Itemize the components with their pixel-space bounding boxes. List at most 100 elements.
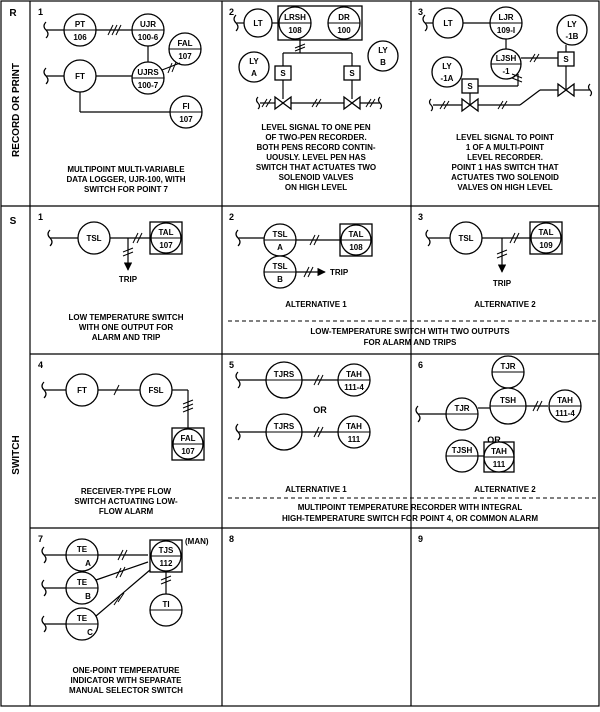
cell-s7: 7 TE A TE B TE C TJS 112 (MAN) TI xyxy=(38,534,209,695)
svg-text:MULTIPOINT TEMPERATURE RECORDE: MULTIPOINT TEMPERATURE RECORDER WITH INT… xyxy=(298,503,523,512)
svg-text:LRSH: LRSH xyxy=(284,13,306,22)
svg-text:LEVEL SIGNAL TO POINT: LEVEL SIGNAL TO POINT xyxy=(456,133,554,142)
cell-r1: 1 PT 106 UJR 100-6 FAL 107 FT UJRS 100-7 xyxy=(38,7,203,194)
svg-text:UOUSLY. LEVEL PEN HAS: UOUSLY. LEVEL PEN HAS xyxy=(266,153,366,162)
svg-text:TJSH: TJSH xyxy=(452,446,473,455)
svg-text:B: B xyxy=(277,275,283,284)
svg-text:PT: PT xyxy=(75,20,85,29)
svg-text:LEVEL SIGNAL TO ONE PEN: LEVEL SIGNAL TO ONE PEN xyxy=(261,123,371,132)
bubble-ly-b xyxy=(367,40,399,72)
svg-text:LOW-TEMPERATURE SWITCH WITH TW: LOW-TEMPERATURE SWITCH WITH TWO OUTPUTS xyxy=(310,327,510,336)
svg-text:A: A xyxy=(277,243,283,252)
svg-text:-1B: -1B xyxy=(566,32,579,41)
svg-text:TAH: TAH xyxy=(346,422,362,431)
electric-signal-icon xyxy=(294,43,306,52)
svg-text:TAH: TAH xyxy=(346,370,362,379)
svg-text:TE: TE xyxy=(77,545,88,554)
svg-text:FAL: FAL xyxy=(180,434,195,443)
cell-number: 3 xyxy=(418,7,423,17)
svg-text:OR: OR xyxy=(313,405,327,415)
svg-text:VALVES ON HIGH LEVEL: VALVES ON HIGH LEVEL xyxy=(457,183,552,192)
row-label-switch: SWITCH xyxy=(11,435,22,474)
svg-text:SWITCH FOR POINT 7: SWITCH FOR POINT 7 xyxy=(84,185,169,194)
svg-text:TSL: TSL xyxy=(86,234,101,243)
svg-text:ONE-POINT TEMPERATURE: ONE-POINT TEMPERATURE xyxy=(73,666,181,675)
svg-text:DATA LOGGER, UJR-100, WITH: DATA LOGGER, UJR-100, WITH xyxy=(67,175,186,184)
electric-signal-icon xyxy=(107,24,122,36)
cell-s1: 1 TSL TAL 107 TRIP LOW TEMPERATURE SWITC… xyxy=(38,212,184,342)
svg-text:BOTH PENS RECORD CONTIN-: BOTH PENS RECORD CONTIN- xyxy=(256,143,375,152)
svg-text:TAL: TAL xyxy=(349,230,364,239)
svg-text:FAL: FAL xyxy=(177,39,192,48)
bubble-ly-1a xyxy=(431,56,463,88)
svg-text:107: 107 xyxy=(159,241,173,250)
svg-text:108: 108 xyxy=(349,243,363,252)
cell-number: 1 xyxy=(38,212,43,222)
svg-text:TE: TE xyxy=(77,614,88,623)
svg-text:RECEIVER-TYPE FLOW: RECEIVER-TYPE FLOW xyxy=(81,487,172,496)
cell-r2: 2 LT LRSH 108 DR 100 LY A LY B S S xyxy=(229,5,399,192)
svg-text:FT: FT xyxy=(75,72,85,81)
row-letter-r: R xyxy=(9,8,17,19)
cell-number: 5 xyxy=(229,360,234,370)
svg-text:ALTERNATIVE 1: ALTERNATIVE 1 xyxy=(285,300,347,309)
svg-text:111-4: 111-4 xyxy=(344,383,364,392)
bubble-ly-a xyxy=(238,51,270,83)
svg-text:LT: LT xyxy=(443,19,452,28)
svg-text:LY: LY xyxy=(249,57,259,66)
svg-text:TAH: TAH xyxy=(491,447,507,456)
svg-text:TSL: TSL xyxy=(272,230,287,239)
svg-text:TI: TI xyxy=(162,600,169,609)
svg-text:A: A xyxy=(251,69,257,78)
svg-text:MULTIPOINT MULTI-VARIABLE: MULTIPOINT MULTI-VARIABLE xyxy=(67,165,185,174)
svg-text:TSH: TSH xyxy=(500,396,516,405)
cell-s3: 3 TSL TAL 109 TRIP ALTERNATIVE 2 xyxy=(418,212,563,309)
svg-text:SWITCH ACTUATING LOW-: SWITCH ACTUATING LOW- xyxy=(74,497,178,506)
pipe-break-icon xyxy=(428,98,434,112)
svg-text:(MAN): (MAN) xyxy=(185,537,209,546)
svg-text:106: 106 xyxy=(73,33,87,42)
svg-text:FSL: FSL xyxy=(148,386,163,395)
svg-text:109: 109 xyxy=(539,241,553,250)
svg-text:B: B xyxy=(85,592,91,601)
cell-number: 1 xyxy=(38,7,43,17)
svg-text:TAL: TAL xyxy=(539,228,554,237)
svg-text:OF TWO-PEN RECORDER.: OF TWO-PEN RECORDER. xyxy=(265,133,366,142)
pipe-break-icon xyxy=(587,83,593,97)
svg-text:TJS: TJS xyxy=(159,546,174,555)
svg-text:107: 107 xyxy=(178,52,192,61)
pipe-break-icon xyxy=(255,96,261,110)
svg-text:OR: OR xyxy=(487,435,501,445)
svg-text:FLOW ALARM: FLOW ALARM xyxy=(99,507,154,516)
bubble-ly-1b xyxy=(556,14,588,46)
svg-text:TJRS: TJRS xyxy=(274,370,295,379)
svg-text:LJSH: LJSH xyxy=(496,54,517,63)
svg-text:108: 108 xyxy=(288,26,302,35)
svg-text:UJR: UJR xyxy=(140,20,156,29)
svg-text:LY: LY xyxy=(442,62,452,71)
svg-text:LY: LY xyxy=(567,20,577,29)
svg-text:TAL: TAL xyxy=(159,228,174,237)
svg-text:111: 111 xyxy=(493,460,506,469)
cell-number: 9 xyxy=(418,534,423,544)
cell-number: 4 xyxy=(38,360,43,370)
svg-text:MANUAL SELECTOR SWITCH: MANUAL SELECTOR SWITCH xyxy=(69,686,183,695)
svg-text:TSL: TSL xyxy=(272,262,287,271)
svg-text:SWITCH THAT ACTUATES TWO: SWITCH THAT ACTUATES TWO xyxy=(256,163,376,172)
svg-text:ALTERNATIVE 2: ALTERNATIVE 2 xyxy=(474,485,536,494)
row-letter-s: S xyxy=(10,216,17,227)
svg-text:TJRS: TJRS xyxy=(274,422,295,431)
cell-number: 2 xyxy=(229,212,234,222)
svg-text:ON HIGH LEVEL: ON HIGH LEVEL xyxy=(285,183,347,192)
svg-text:TRIP: TRIP xyxy=(493,279,512,288)
svg-text:100-7: 100-7 xyxy=(138,81,159,90)
svg-text:A: A xyxy=(85,559,91,568)
svg-text:109-I: 109-I xyxy=(497,26,515,35)
svg-text:LJR: LJR xyxy=(498,13,513,22)
svg-text:S: S xyxy=(467,82,473,91)
svg-text:ACTUATES TWO SOLENOID: ACTUATES TWO SOLENOID xyxy=(451,173,559,182)
svg-text:112: 112 xyxy=(160,559,173,568)
